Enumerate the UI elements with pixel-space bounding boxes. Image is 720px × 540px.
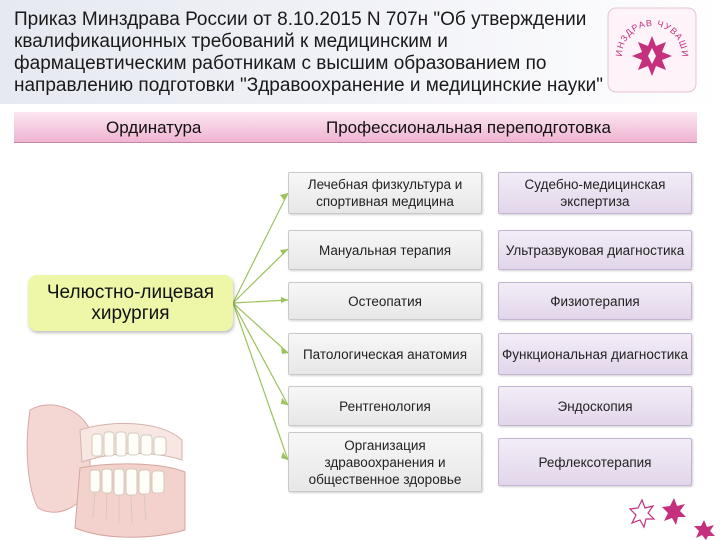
retraining-item: Лечебная физкультура и спортивная медици… xyxy=(288,172,482,214)
decorative-stars xyxy=(628,498,715,540)
arrowhead xyxy=(281,348,288,354)
connector-line xyxy=(232,302,289,354)
star-icon xyxy=(628,498,656,529)
ministry-logo: МИНЗДРАВ ЧУВАШИИ xyxy=(606,6,697,93)
header-retraining: Профессиональная переподготовка xyxy=(326,118,611,137)
retraining-item-label: Остеопатия xyxy=(348,293,422,309)
chuvash-star-emblem-icon xyxy=(632,36,672,76)
star-icon xyxy=(694,520,715,540)
retraining-item: Судебно-медицинская экспертиза xyxy=(498,172,692,214)
retraining-item-label: Функциональная диагностика xyxy=(501,346,689,362)
retraining-item-label: Мануальная терапия xyxy=(318,242,452,258)
star-icon xyxy=(662,498,686,525)
title-line-4: направлению подготовки "Здравоохранение … xyxy=(14,75,603,96)
residency-specialty-label: Челюстно-лицевая хирургия xyxy=(46,282,215,324)
retraining-item: Эндоскопия xyxy=(498,386,692,426)
section-header-bar: Ординатура Профессиональная переподготов… xyxy=(14,112,697,143)
connector-line xyxy=(232,302,289,406)
retraining-item: Рефлексотерапия xyxy=(498,438,692,486)
retraining-item-label: Организация здравоохранения и общественн… xyxy=(308,437,462,487)
retraining-item-label: Ультразвуковая диагностика xyxy=(505,242,685,258)
arrowhead xyxy=(281,452,288,460)
retraining-item: Физиотерапия xyxy=(498,282,692,320)
retraining-item: Функциональная диагностика xyxy=(498,333,692,375)
retraining-item-label: Лечебная физкультура и спортивная медици… xyxy=(307,177,463,209)
header-residency: Ординатура xyxy=(106,118,202,137)
title-block: Приказ Минздрава России от 8.10.2015 N 7… xyxy=(0,0,720,104)
retraining-item: Организация здравоохранения и общественн… xyxy=(288,432,482,492)
arrowhead xyxy=(280,249,288,255)
title-line-2: квалификационных требований к медицински… xyxy=(14,31,448,52)
retraining-item: Рентгенология xyxy=(288,386,482,426)
connector-line xyxy=(232,299,289,304)
retraining-item-label: Физиотерапия xyxy=(550,293,640,309)
retraining-item-label: Эндоскопия xyxy=(557,398,633,414)
retraining-item: Патологическая анатомия xyxy=(288,333,482,375)
title-line-1: Приказ Минздрава России от 8.10.2015 N 7… xyxy=(14,9,587,30)
arrowhead xyxy=(280,193,288,200)
connector-line xyxy=(232,302,289,461)
title-line-3: фармацевтическим работникам с высшим обр… xyxy=(14,53,547,74)
retraining-item-label: Патологическая анатомия xyxy=(302,346,468,362)
connector-line xyxy=(232,192,289,304)
retraining-item: Ультразвуковая диагностика xyxy=(498,230,692,270)
residency-specialty-box: Челюстно-лицевая хирургия xyxy=(28,275,233,331)
retraining-item-label: Рентгенология xyxy=(339,398,431,414)
retraining-item: Остеопатия xyxy=(288,282,482,320)
arrowhead xyxy=(281,398,288,405)
retraining-item: Мануальная терапия xyxy=(288,230,482,270)
connector-line xyxy=(232,248,289,304)
retraining-item-label: Рефлексотерапия xyxy=(538,454,652,470)
jaw-illustration xyxy=(26,404,186,538)
retraining-item-label: Судебно-медицинская экспертиза xyxy=(524,177,666,209)
arrowhead xyxy=(281,297,288,303)
